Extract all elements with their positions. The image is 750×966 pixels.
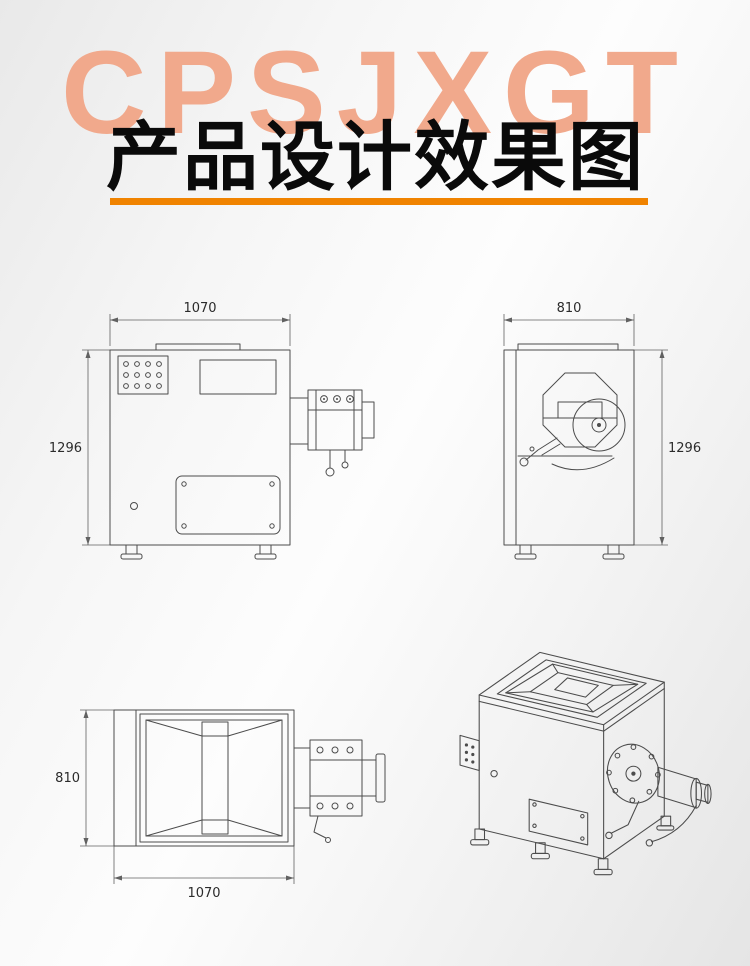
top-depth-dim-label: 810 [55, 771, 80, 786]
button-iso [490, 769, 498, 778]
side-vent-box-iso [459, 734, 480, 772]
front-height-dim-label: 1296 [49, 441, 82, 456]
vent-panel [117, 355, 169, 395]
side-machine-body [503, 343, 635, 560]
feet-iso [470, 815, 675, 876]
hopper-opening [139, 713, 289, 843]
front-width-dim-label: 1070 [183, 301, 216, 316]
grinder-head-top [293, 739, 386, 843]
grinder-head-front [289, 389, 375, 477]
access-panel [175, 475, 281, 535]
front-panel-iso [528, 798, 589, 846]
isometric-machine [459, 651, 712, 876]
top-width-dim-label: 1070 [187, 886, 220, 901]
top-dimensions: 810 1070 [55, 709, 295, 901]
top-machine-body [113, 709, 386, 847]
front-dimensions: 1070 1296 [49, 301, 291, 546]
side-dimensions: 810 1296 [503, 301, 701, 546]
front-machine-body [109, 343, 375, 560]
grinder-head-iso [605, 743, 712, 847]
side-view-drawing: 810 1296 [503, 301, 701, 560]
isometric-view-drawing [459, 651, 712, 876]
side-width-dim-label: 810 [557, 301, 582, 316]
watermark-text: CPSJXGT [61, 27, 689, 159]
top-view-drawing: 810 1070 [55, 709, 386, 901]
side-height-dim-label: 1296 [668, 441, 701, 456]
front-view-drawing: 1070 1296 [49, 301, 375, 560]
page-title: 产品设计效果图 [106, 115, 646, 199]
hopper-iso [496, 659, 647, 718]
upper-panel [199, 359, 277, 395]
power-button-detail [130, 502, 138, 510]
title-underline [110, 198, 648, 205]
grinder-mechanism-side [517, 372, 626, 471]
